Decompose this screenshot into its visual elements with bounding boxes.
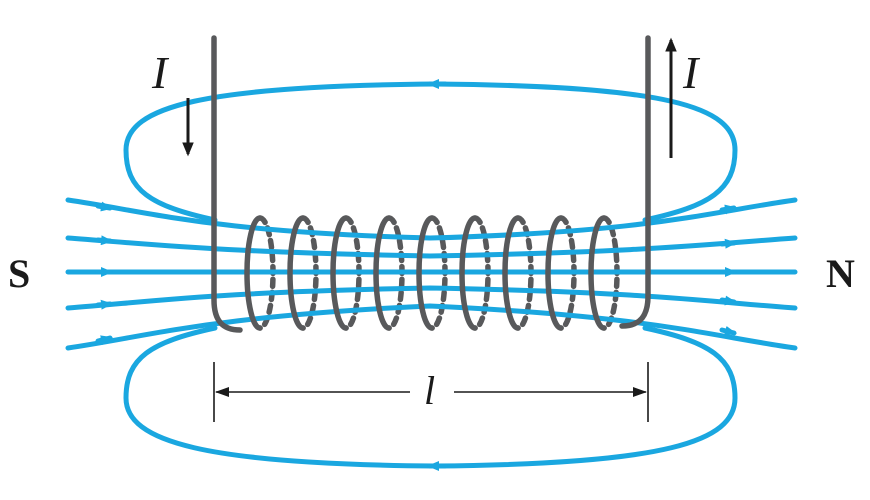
coil-turn-front — [588, 215, 607, 331]
current-arrows — [182, 37, 677, 158]
current-label-right: I — [682, 47, 701, 98]
field-line-5 — [65, 303, 798, 351]
coil-turn-front — [459, 215, 478, 331]
length-dimension — [213, 362, 649, 422]
coil-turn-front — [330, 215, 349, 331]
south-pole-label: S — [8, 251, 30, 296]
coil-turn-front — [287, 215, 306, 331]
field-arrow-right-5 — [719, 325, 737, 336]
lead-wires — [211, 35, 651, 333]
north-pole-label: N — [826, 251, 855, 296]
coil-turn-front — [502, 215, 521, 331]
current-label-left: I — [151, 47, 170, 98]
field-line-1 — [65, 197, 798, 241]
coil-turn-front — [545, 215, 564, 331]
length-label: l — [424, 368, 435, 413]
field-direction-arrows — [95, 79, 737, 471]
field-loop-top — [123, 81, 738, 223]
coil-turn-front — [416, 215, 435, 331]
coil-turn-front — [244, 215, 263, 331]
magnetic-field-lines — [65, 81, 798, 469]
field-arrow-left-4 — [95, 299, 113, 310]
coil-front-half — [244, 215, 607, 331]
field-arrow-left-5 — [95, 335, 113, 346]
field-arrow-left-1 — [95, 201, 113, 212]
field-arrow-left-2 — [95, 235, 113, 246]
field-arrow-right-1 — [719, 204, 737, 215]
field-arrow-right-4 — [719, 295, 737, 306]
field-line-4 — [65, 285, 798, 311]
lead-wire-right — [619, 35, 651, 329]
field-line-2 — [65, 235, 798, 259]
field-arrow-right-2 — [719, 238, 737, 249]
lead-wire-left — [211, 35, 243, 333]
coil-turn-front — [373, 215, 392, 331]
